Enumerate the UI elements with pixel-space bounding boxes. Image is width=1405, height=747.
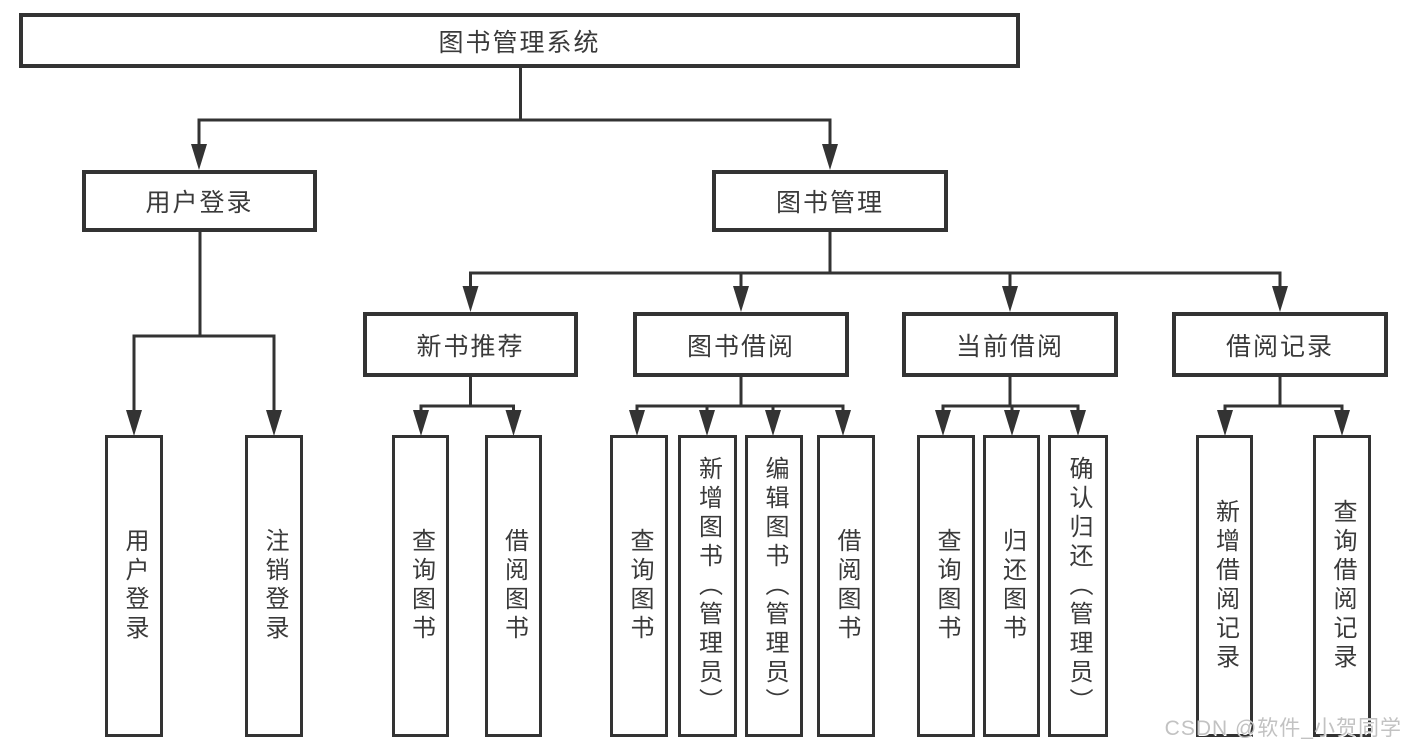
node-user-login: 用户登录 [82,170,317,232]
leaf-user-login: 用户登录 [105,435,163,737]
leaf-query-books-recommend: 查询图书 [392,435,449,737]
leaf-logout: 注销登录 [245,435,303,737]
node-new-book-recommend: 新书推荐 [363,312,578,377]
node-book-borrowing: 图书借阅 [633,312,849,377]
node-root: 图书管理系统 [19,13,1020,68]
leaf-query-books-borrowing: 查询图书 [610,435,668,737]
leaf-confirm-return-admin: 确认归还（管理员） [1048,435,1108,737]
node-borrowing-records: 借阅记录 [1172,312,1388,377]
leaf-return-book: 归还图书 [983,435,1040,737]
leaf-query-books-current: 查询图书 [917,435,975,737]
node-current-borrowing: 当前借阅 [902,312,1118,377]
leaf-add-borrow-record: 新增借阅记录 [1196,435,1253,737]
leaf-borrow-books-borrowing: 借阅图书 [817,435,875,737]
leaf-borrow-books-recommend: 借阅图书 [485,435,542,737]
watermark: CSDN @软件_小贺同学 [1164,717,1402,740]
leaf-edit-book-admin: 编辑图书（管理员） [745,435,803,737]
leaf-add-book-admin: 新增图书（管理员） [678,435,737,737]
leaf-query-borrow-record: 查询借阅记录 [1313,435,1371,737]
node-book-management: 图书管理 [712,170,948,232]
